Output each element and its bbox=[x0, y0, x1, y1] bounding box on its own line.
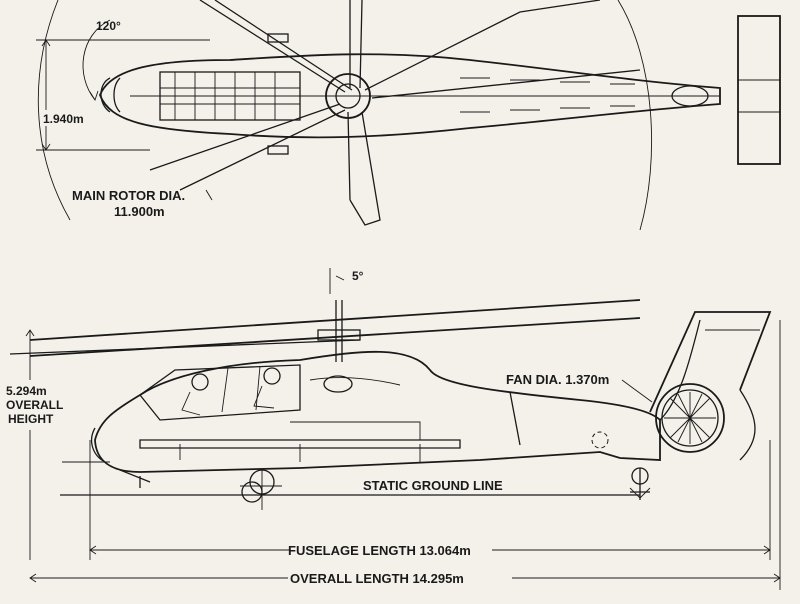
landing-gear bbox=[240, 467, 651, 510]
main-rotor-side bbox=[29, 299, 641, 357]
tail-stabilizer bbox=[737, 15, 781, 165]
main-rotor-label: MAIN ROTOR DIA. bbox=[72, 188, 185, 203]
height-value: 5.294m bbox=[6, 384, 47, 398]
fuselage-side-outline bbox=[94, 350, 661, 473]
main-rotor-value: 11.900m bbox=[114, 204, 165, 219]
vertical-tail bbox=[649, 311, 772, 413]
side-view: 5° bbox=[2, 268, 781, 590]
main-rotor-blades bbox=[149, 0, 641, 226]
fuselage-width-value: 1.940m bbox=[43, 112, 84, 126]
rotor-angle-value: 120° bbox=[96, 19, 121, 33]
height-label-line2: HEIGHT bbox=[8, 412, 54, 426]
top-view: 1.940m 120° MAIN ROTOR DIA. 11.900m bbox=[36, 0, 781, 231]
fuselage-length-label: FUSELAGE LENGTH 13.064m bbox=[288, 543, 471, 558]
fan-shroud bbox=[655, 383, 725, 453]
ground-line-label: STATIC GROUND LINE bbox=[363, 478, 503, 493]
fan-diameter-label: FAN DIA. 1.370m bbox=[506, 372, 609, 387]
overall-length-label: OVERALL LENGTH 14.295m bbox=[290, 571, 464, 586]
tilt-angle-value: 5° bbox=[352, 269, 364, 283]
height-label-line1: OVERALL bbox=[6, 398, 63, 412]
